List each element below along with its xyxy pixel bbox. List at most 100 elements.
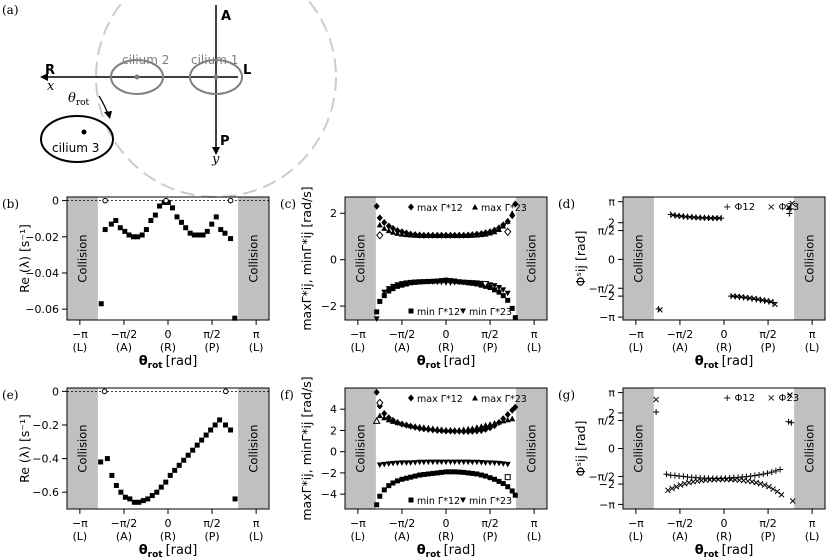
data-point: [461, 469, 467, 475]
data-point: [504, 227, 512, 237]
x-tick-label: −π: [72, 328, 88, 341]
data-point: [98, 459, 104, 465]
data-point: [385, 286, 392, 292]
data-point: [425, 459, 432, 466]
data-point: [403, 460, 410, 466]
data-point: [196, 232, 202, 238]
data-point: [109, 472, 115, 478]
data-point: [386, 483, 392, 489]
x-tick-label: π: [809, 328, 816, 341]
x-tick-label: −π: [628, 328, 644, 341]
data-point: [140, 498, 146, 504]
data-point: [786, 210, 793, 217]
y-tick-label: −2: [599, 290, 615, 303]
cilium-1-ellipse: [189, 59, 243, 95]
data-point: [491, 228, 498, 235]
data-point: [381, 414, 388, 421]
y-tick-label: −π/2: [588, 282, 615, 295]
data-point: [398, 281, 405, 287]
data-point: [126, 232, 132, 238]
label-P: P: [220, 134, 230, 149]
data-point: [456, 232, 463, 239]
y-axis-label: Φˢij [rad]: [573, 421, 588, 477]
x-tick-sublabel: (R): [716, 341, 732, 354]
data-point: [372, 416, 381, 424]
data-point: [412, 232, 419, 238]
data-point: [181, 457, 187, 463]
y-tick-label: −π: [599, 498, 615, 511]
data-point: [374, 502, 380, 508]
legend-marker: [460, 308, 466, 314]
data-point: [394, 460, 401, 467]
data-point: [376, 398, 384, 408]
data-point: [451, 459, 458, 466]
y-tick-label: −0.6: [32, 486, 59, 499]
x-tick-sublabel: (R): [438, 341, 454, 354]
y-tick-label: 0: [608, 253, 615, 266]
x-tick-sublabel: (R): [160, 530, 176, 543]
x-tick-label: π/2: [203, 517, 220, 530]
data-point: [482, 231, 489, 237]
data-point: [492, 476, 498, 482]
data-point: [500, 481, 506, 487]
data-point: [389, 283, 396, 290]
data-point: [509, 305, 515, 311]
data-point: [504, 411, 511, 419]
data-point: [408, 474, 414, 480]
data-point: [218, 227, 224, 233]
y-tick-label: π: [608, 196, 615, 209]
collision-region: [623, 197, 654, 320]
x-tick-sublabel: (L): [351, 341, 366, 354]
x-axis-symbol: θ: [139, 354, 148, 369]
data-point: [389, 229, 396, 235]
data-point: [456, 426, 463, 433]
data-point: [398, 231, 405, 237]
data-point: [438, 459, 445, 466]
x-axis-subscript: rot: [704, 361, 720, 371]
x-tick-sublabel: (A): [116, 530, 132, 543]
y-tick-label: 0: [608, 443, 615, 456]
data-point: [451, 280, 458, 286]
data-point: [496, 285, 503, 291]
data-point: [429, 232, 436, 239]
x-tick-sublabel: (L): [629, 530, 644, 543]
data-point: [443, 426, 449, 433]
data-point: [203, 432, 209, 438]
x-tick-label: 0: [443, 517, 450, 530]
data-point: [447, 469, 453, 475]
x-tick-sublabel: (L): [527, 341, 542, 354]
data-point: [376, 231, 384, 240]
data-point: [469, 459, 476, 466]
collision-region: [67, 388, 98, 509]
y-tick-label: 2: [330, 424, 337, 437]
x-axis-symbol: θ: [417, 354, 426, 369]
data-point: [113, 482, 119, 488]
data-point: [504, 461, 511, 468]
data-point: [443, 459, 449, 466]
data-point: [699, 215, 706, 221]
legend-entry: max Γ*12: [417, 394, 463, 405]
y-axis-label: maxΓ*ij, minΓ*ij [rad/s]: [299, 186, 314, 330]
y-tick-label: π/2: [598, 225, 615, 238]
y-tick-label: π/2: [598, 415, 615, 428]
y-tick-label: π: [608, 387, 615, 400]
data-point: [420, 232, 427, 239]
data-point: [209, 221, 215, 227]
y-tick-label: −π: [599, 311, 615, 324]
data-point: [434, 279, 441, 286]
data-point: [712, 215, 718, 221]
data-point: [167, 472, 173, 478]
data-point: [772, 467, 779, 474]
panel-label-e: (e): [2, 388, 18, 402]
data-point: [460, 459, 467, 466]
data-point: [774, 488, 781, 495]
cilium-3-dot: [81, 129, 87, 135]
x-tick-label: π/2: [759, 517, 776, 530]
x-tick-sublabel: (L): [527, 530, 542, 543]
x-tick-sublabel: (L): [73, 341, 88, 354]
x-tick-sublabel: (A): [116, 341, 132, 354]
x-tick-sublabel: (P): [760, 341, 775, 354]
data-point: [438, 232, 445, 239]
data-point: [487, 421, 494, 427]
data-point: [136, 499, 142, 505]
